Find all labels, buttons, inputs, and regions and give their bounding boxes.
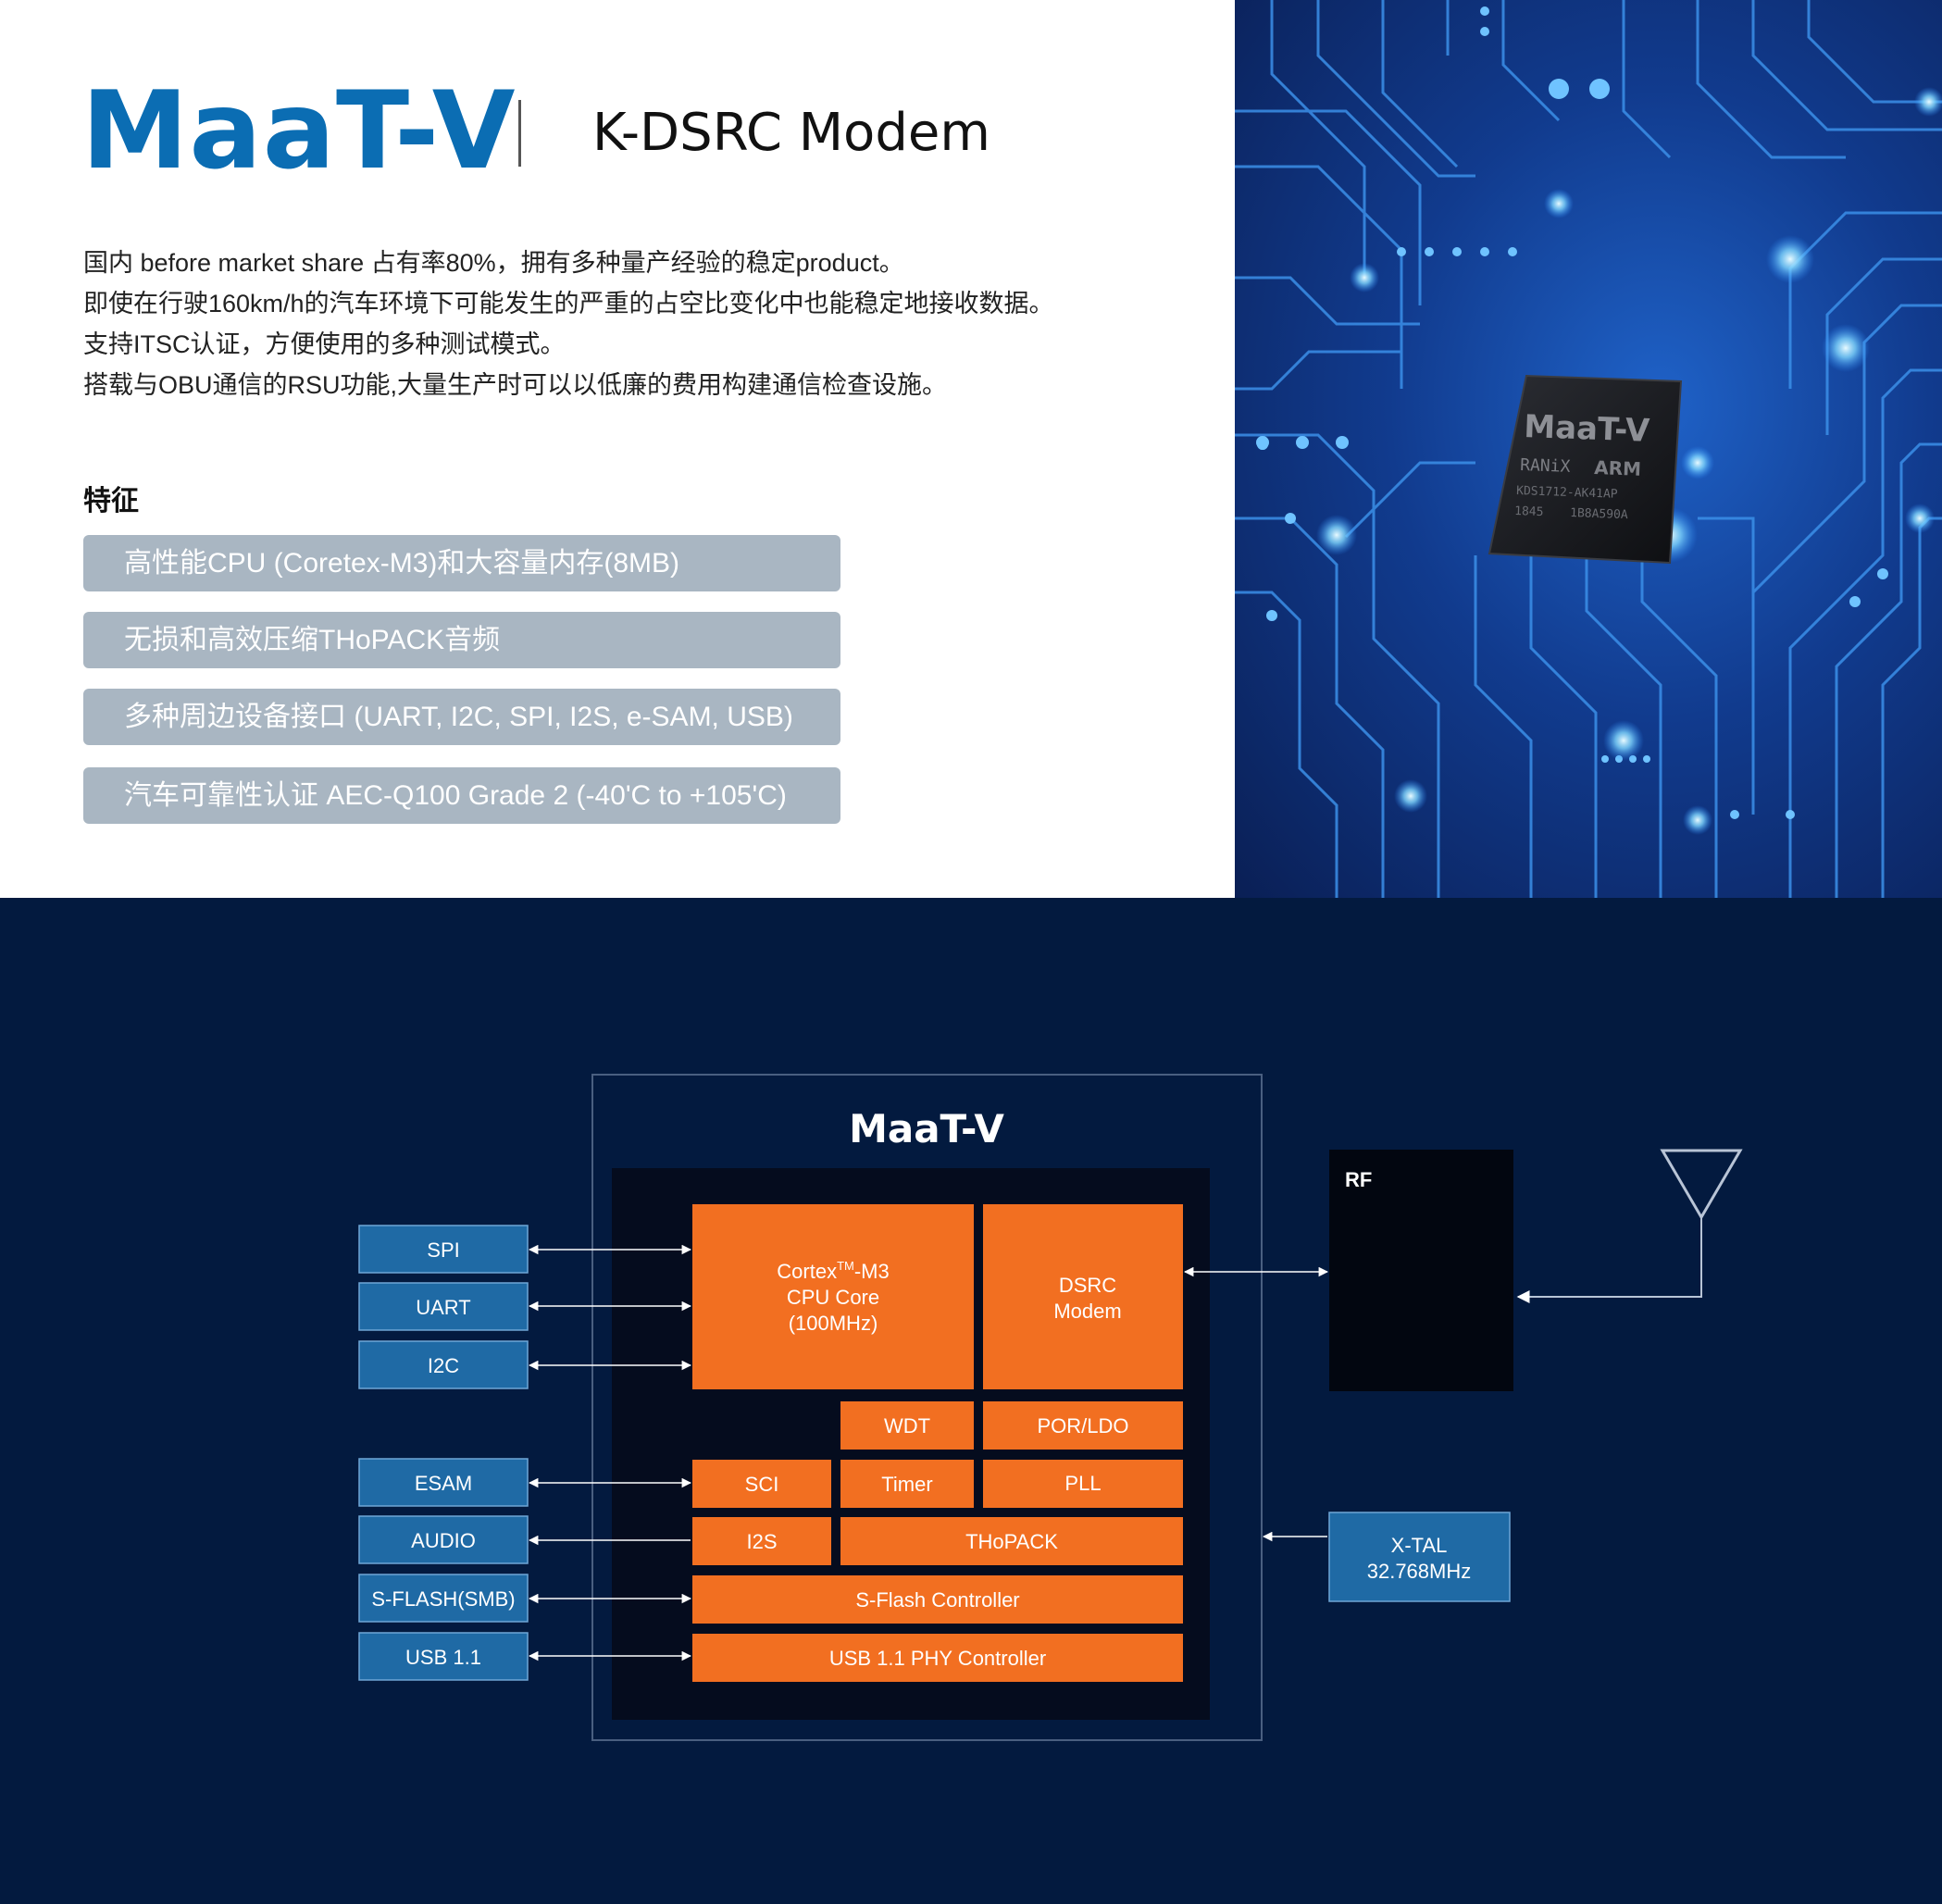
pll-block bbox=[983, 1460, 1183, 1508]
i2s-block bbox=[692, 1517, 831, 1565]
product-subtitle: K-DSRC Modem bbox=[592, 103, 990, 163]
chip-date: 1845 bbox=[1514, 504, 1544, 519]
audio-label: AUDIO bbox=[411, 1529, 476, 1552]
cpu-core-label: CPU Core bbox=[787, 1286, 879, 1309]
antenna-icon bbox=[1660, 1149, 1743, 1220]
chip-arm: ARM bbox=[1594, 456, 1642, 480]
usb-controller-block bbox=[692, 1634, 1183, 1682]
esam-label: ESAM bbox=[415, 1472, 472, 1495]
xtal-freq-label: 32.768MHz bbox=[1367, 1560, 1472, 1583]
rf-block bbox=[1329, 1150, 1513, 1391]
sflash-controller-label: S-Flash Controller bbox=[855, 1588, 1019, 1612]
thopack-block bbox=[840, 1517, 1183, 1565]
block-diagram: MaaT-V CortexTM-M3 CPU Core (100MHz) DSR… bbox=[358, 1074, 1743, 1741]
xtal-box bbox=[1328, 1512, 1511, 1602]
i2c-box bbox=[358, 1340, 529, 1389]
description-line: 支持ITSC认证，方便使用的多种测试模式。 bbox=[83, 330, 566, 358]
top-section: MaaT-V K-DSRC Modem 国内 before market sha… bbox=[0, 0, 1942, 898]
product-description: 国内 before market share 占有率80%，拥有多种量产经验的稳… bbox=[83, 243, 1194, 405]
wdt-label: WDT bbox=[884, 1414, 930, 1437]
usb-label: USB 1.1 bbox=[405, 1646, 481, 1669]
wdt-block bbox=[840, 1401, 974, 1450]
uart-label: UART bbox=[416, 1296, 471, 1319]
cpu-freq-label: (100MHz) bbox=[789, 1312, 878, 1335]
chip-label: MaaT-V bbox=[1524, 408, 1651, 450]
sflash-label: S-FLASH(SMB) bbox=[371, 1587, 515, 1611]
brand-title: MaaT-V bbox=[81, 68, 517, 193]
description-line: 搭载与OBU通信的RSU功能,大量生产时可以以低廉的费用构建通信检查设施。 bbox=[83, 371, 948, 399]
sflash-controller-block bbox=[692, 1575, 1183, 1624]
modem-label: Modem bbox=[1053, 1300, 1121, 1323]
spi-box bbox=[358, 1225, 529, 1274]
antenna-connector bbox=[1516, 1217, 1702, 1303]
uart-box bbox=[358, 1282, 529, 1331]
dsrc-label: DSRC bbox=[1059, 1274, 1116, 1297]
chip-lot: 1B8A590A bbox=[1570, 506, 1628, 522]
diagram-title: MaaT-V bbox=[849, 1106, 1004, 1151]
features-title: 特征 bbox=[83, 486, 139, 516]
audio-box bbox=[358, 1515, 529, 1564]
sflash-box bbox=[358, 1574, 529, 1623]
circuit-board-image: MaaT-V RANiX ARM KDS1712-AK41AP 1845 1B8… bbox=[1235, 0, 1942, 898]
feature-item: 无损和高效压缩THoPACK音频 bbox=[83, 612, 840, 668]
i2s-label: I2S bbox=[746, 1530, 777, 1553]
description-line: 国内 before market share 占有率80%，拥有多种量产经验的稳… bbox=[83, 249, 904, 277]
feature-item: 高性能CPU (Coretex-M3)和大容量内存(8MB) bbox=[83, 535, 840, 591]
timer-label: Timer bbox=[881, 1473, 932, 1496]
feature-item: 多种周边设备接口 (UART, I2C, SPI, I2S, e-SAM, US… bbox=[83, 689, 840, 745]
por-ldo-block bbox=[983, 1401, 1183, 1450]
sci-block bbox=[692, 1460, 831, 1508]
block-diagram-section: MaaT-V CortexTM-M3 CPU Core (100MHz) DSR… bbox=[0, 898, 1942, 1904]
por-ldo-label: POR/LDO bbox=[1037, 1414, 1128, 1437]
cpu-label: CortexTM-M3 bbox=[777, 1259, 889, 1283]
circuit-board-art: MaaT-V RANiX ARM KDS1712-AK41AP 1845 1B8… bbox=[1235, 0, 1942, 898]
xtal-label: X-TAL bbox=[1391, 1534, 1448, 1557]
spi-label: SPI bbox=[427, 1238, 459, 1262]
usb-controller-label: USB 1.1 PHY Controller bbox=[829, 1647, 1046, 1670]
description-line: 即使在行驶160km/h的汽车环境下可能发生的严重的占空比变化中也能稳定地接收数… bbox=[83, 290, 1054, 317]
usb-box bbox=[358, 1632, 529, 1681]
pll-label: PLL bbox=[1064, 1472, 1101, 1495]
title-separator bbox=[518, 100, 521, 167]
cpu-core-block bbox=[692, 1204, 974, 1389]
rf-label: RF bbox=[1345, 1168, 1372, 1191]
esam-box bbox=[358, 1458, 529, 1507]
chip-package: MaaT-V RANiX ARM KDS1712-AK41AP 1845 1B8… bbox=[1488, 374, 1683, 565]
sci-label: SCI bbox=[745, 1473, 779, 1496]
chip-frame bbox=[591, 1074, 1263, 1741]
chip-part: KDS1712-AK41AP bbox=[1516, 484, 1618, 502]
feature-item: 汽车可靠性认证 AEC-Q100 Grade 2 (-40'C to +105'… bbox=[83, 767, 840, 824]
dsrc-modem-block bbox=[983, 1204, 1183, 1389]
thopack-label: THoPACK bbox=[965, 1530, 1058, 1553]
chip-maker: RANiX bbox=[1520, 455, 1571, 477]
i2c-label: I2C bbox=[428, 1354, 459, 1377]
timer-block bbox=[840, 1460, 974, 1508]
